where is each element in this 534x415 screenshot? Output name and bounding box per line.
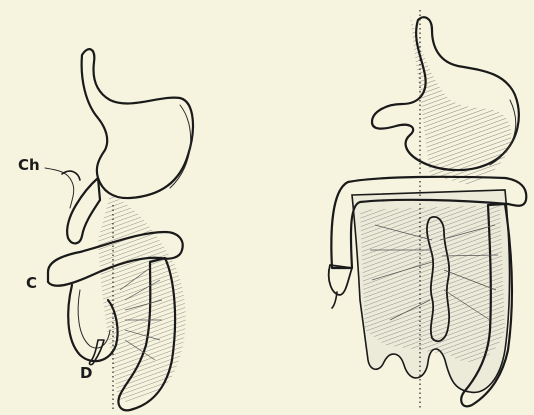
right-figure xyxy=(329,10,527,410)
ch-duct xyxy=(62,171,80,180)
label-d: D xyxy=(80,364,92,382)
ch-leader-line xyxy=(45,168,74,208)
label-ch: Ch xyxy=(18,156,40,174)
right-appendix xyxy=(332,292,337,308)
left-figure xyxy=(45,49,193,410)
label-c: C xyxy=(26,274,37,292)
left-mesentery xyxy=(98,195,186,402)
left-duodenum xyxy=(67,178,100,243)
left-stomach xyxy=(82,49,193,198)
right-left-tube xyxy=(329,265,352,295)
left-stomach-rim xyxy=(170,105,191,188)
